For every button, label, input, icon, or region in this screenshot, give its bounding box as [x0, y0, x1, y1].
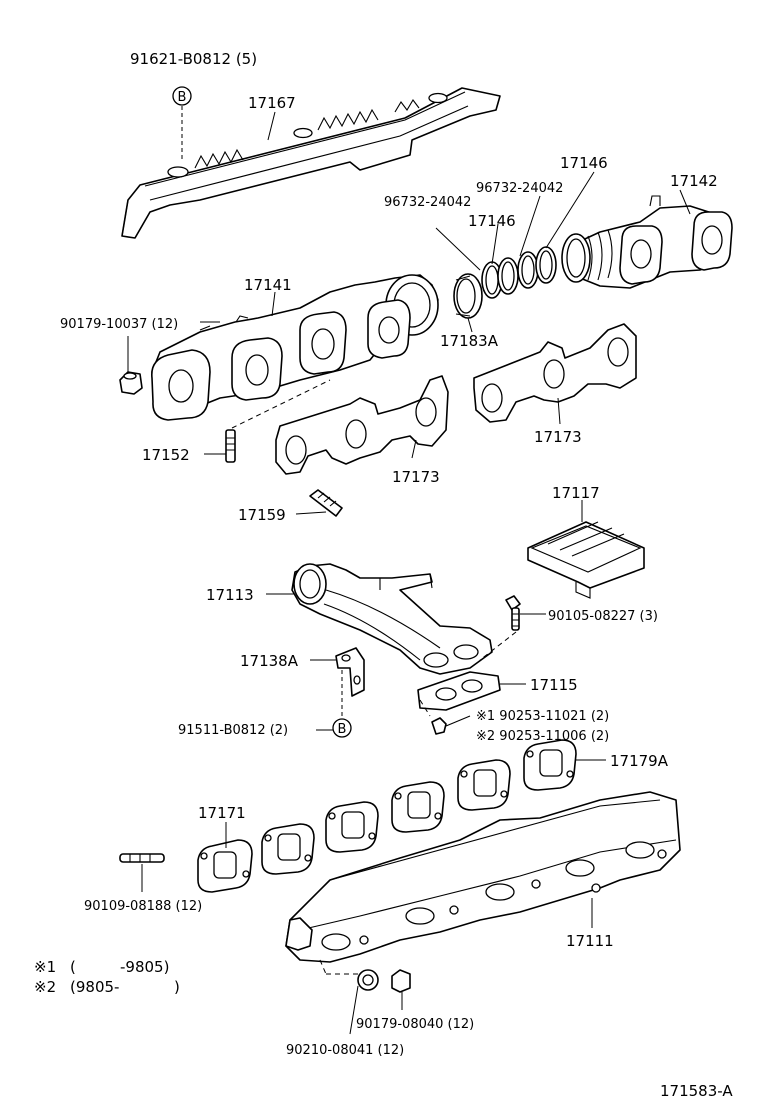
- callout-17146b: 17146: [468, 212, 516, 230]
- callout-17111: 17111: [566, 932, 614, 950]
- part-17111-exhaust-manifold-main[interactable]: [285, 791, 681, 963]
- dash-17111: [319, 959, 327, 975]
- callout-17159: 17159: [238, 506, 286, 524]
- leader-96732a: [435, 227, 481, 271]
- leader-96732b: [519, 195, 541, 257]
- part-17183A-ring[interactable]: [453, 273, 483, 319]
- callout-17142: 17142: [670, 172, 718, 190]
- part-17171-gasket-3[interactable]: [325, 801, 379, 853]
- callout-labels: 91621-B0812 (5) 17167 17146 17142 96732-…: [60, 50, 718, 1058]
- leader-90253: [445, 715, 471, 727]
- svg-text:B: B: [178, 90, 187, 105]
- callout-90253b: ※2 90253-11006 (2): [476, 729, 609, 744]
- callout-90105: 90105-08227 (3): [548, 609, 658, 624]
- leader-90210: [349, 985, 359, 1035]
- leader-17141: [271, 291, 276, 317]
- part-17152-stud[interactable]: [225, 429, 236, 463]
- part-17173-gasket-front[interactable]: [275, 375, 449, 475]
- callout-17179A: 17179A: [610, 752, 669, 770]
- part-90179-08040-nut[interactable]: [391, 969, 411, 993]
- part-17171-gasket-4[interactable]: [391, 781, 445, 833]
- part-17113-exhaust-pipe[interactable]: [291, 563, 493, 675]
- leader-17173a: [411, 439, 417, 459]
- leader-17183A: [467, 317, 473, 333]
- callout-91511: 91511-B0812 (2): [178, 723, 288, 738]
- part-17117-insulator-plate[interactable]: [527, 521, 645, 599]
- part-90179-10037-nut[interactable]: [119, 371, 143, 395]
- part-17146-ring-a[interactable]: [497, 257, 519, 295]
- callout-17173a: 17173: [392, 468, 440, 486]
- callout-17146a: 17146: [560, 154, 608, 172]
- leader-17173b: [557, 397, 561, 425]
- callout-17152: 17152: [142, 446, 190, 464]
- footnote-2-mark: ※2: [34, 978, 56, 996]
- leader-17142: [679, 189, 691, 215]
- callout-90253a: ※1 90253-11021 (2): [476, 709, 609, 724]
- footnote-1-mark: ※1: [34, 958, 56, 976]
- callout-90179-10037: 90179-10037 (12): [60, 317, 178, 332]
- svg-text:B: B: [338, 722, 347, 737]
- leader-17146a: [545, 171, 595, 249]
- part-17159-stud[interactable]: [309, 489, 343, 517]
- callout-96732a: 96732-24042: [384, 195, 471, 210]
- part-17173-gasket-rear[interactable]: [473, 323, 637, 423]
- part-17146-ring-b[interactable]: [535, 246, 557, 284]
- bolt-marker-b-top: B: [172, 86, 192, 106]
- part-90253-nut[interactable]: [431, 717, 447, 735]
- callout-90210: 90210-08041 (12): [286, 1043, 404, 1058]
- footnote-2-range: ): [174, 978, 180, 996]
- part-17115-gasket[interactable]: [417, 671, 501, 711]
- part-17179A-gasket[interactable]: [523, 739, 577, 791]
- callout-17141: 17141: [244, 276, 292, 294]
- dash-17152: [231, 379, 331, 429]
- callout-90109: 90109-08188 (12): [84, 899, 202, 914]
- callout-91621: 91621-B0812 (5): [130, 50, 257, 68]
- footnote-1-open: (: [70, 958, 76, 976]
- footnotes: ※1 ( -9805) ※2 (9805- ): [34, 958, 180, 996]
- part-17141-exhaust-manifold[interactable]: [151, 274, 439, 421]
- dash-17115: [419, 699, 431, 717]
- leader-17159: [295, 511, 327, 515]
- part-90105-08227-bolt[interactable]: [505, 595, 521, 631]
- callout-17115: 17115: [530, 676, 578, 694]
- leader-17167: [267, 111, 276, 141]
- footnote-1-range: -9805): [120, 958, 169, 976]
- part-17171-gasket-5[interactable]: [457, 759, 511, 811]
- callout-17113: 17113: [206, 586, 254, 604]
- callout-17167: 17167: [248, 94, 296, 112]
- callout-17138A: 17138A: [240, 652, 299, 670]
- callout-17171: 17171: [198, 804, 246, 822]
- part-96732-24042-ring-b[interactable]: [517, 251, 539, 289]
- callout-90179-08040: 90179-08040 (12): [356, 1017, 474, 1032]
- part-17167-heat-insulator[interactable]: [121, 87, 501, 239]
- leader-17146b: [491, 223, 499, 265]
- callout-17183A: 17183A: [440, 332, 499, 350]
- dash-90105: [479, 631, 517, 661]
- bolt-marker-b-mid: B: [332, 718, 352, 738]
- part-17171-gasket-1[interactable]: [197, 839, 253, 893]
- footnote-2-open: (9805-: [70, 978, 119, 996]
- part-17171-gasket-2[interactable]: [261, 823, 315, 875]
- callout-96732b: 96732-24042: [476, 181, 563, 196]
- part-90210-08041-nut[interactable]: [357, 969, 379, 991]
- callout-17173b: 17173: [534, 428, 582, 446]
- part-17142-exhaust-manifold-rear[interactable]: [561, 195, 733, 289]
- callout-17117: 17117: [552, 484, 600, 502]
- part-17138A-bracket[interactable]: [335, 647, 365, 697]
- diagram-reference-number: 171583-A: [660, 1082, 733, 1100]
- part-90109-08188-stud[interactable]: [119, 853, 165, 863]
